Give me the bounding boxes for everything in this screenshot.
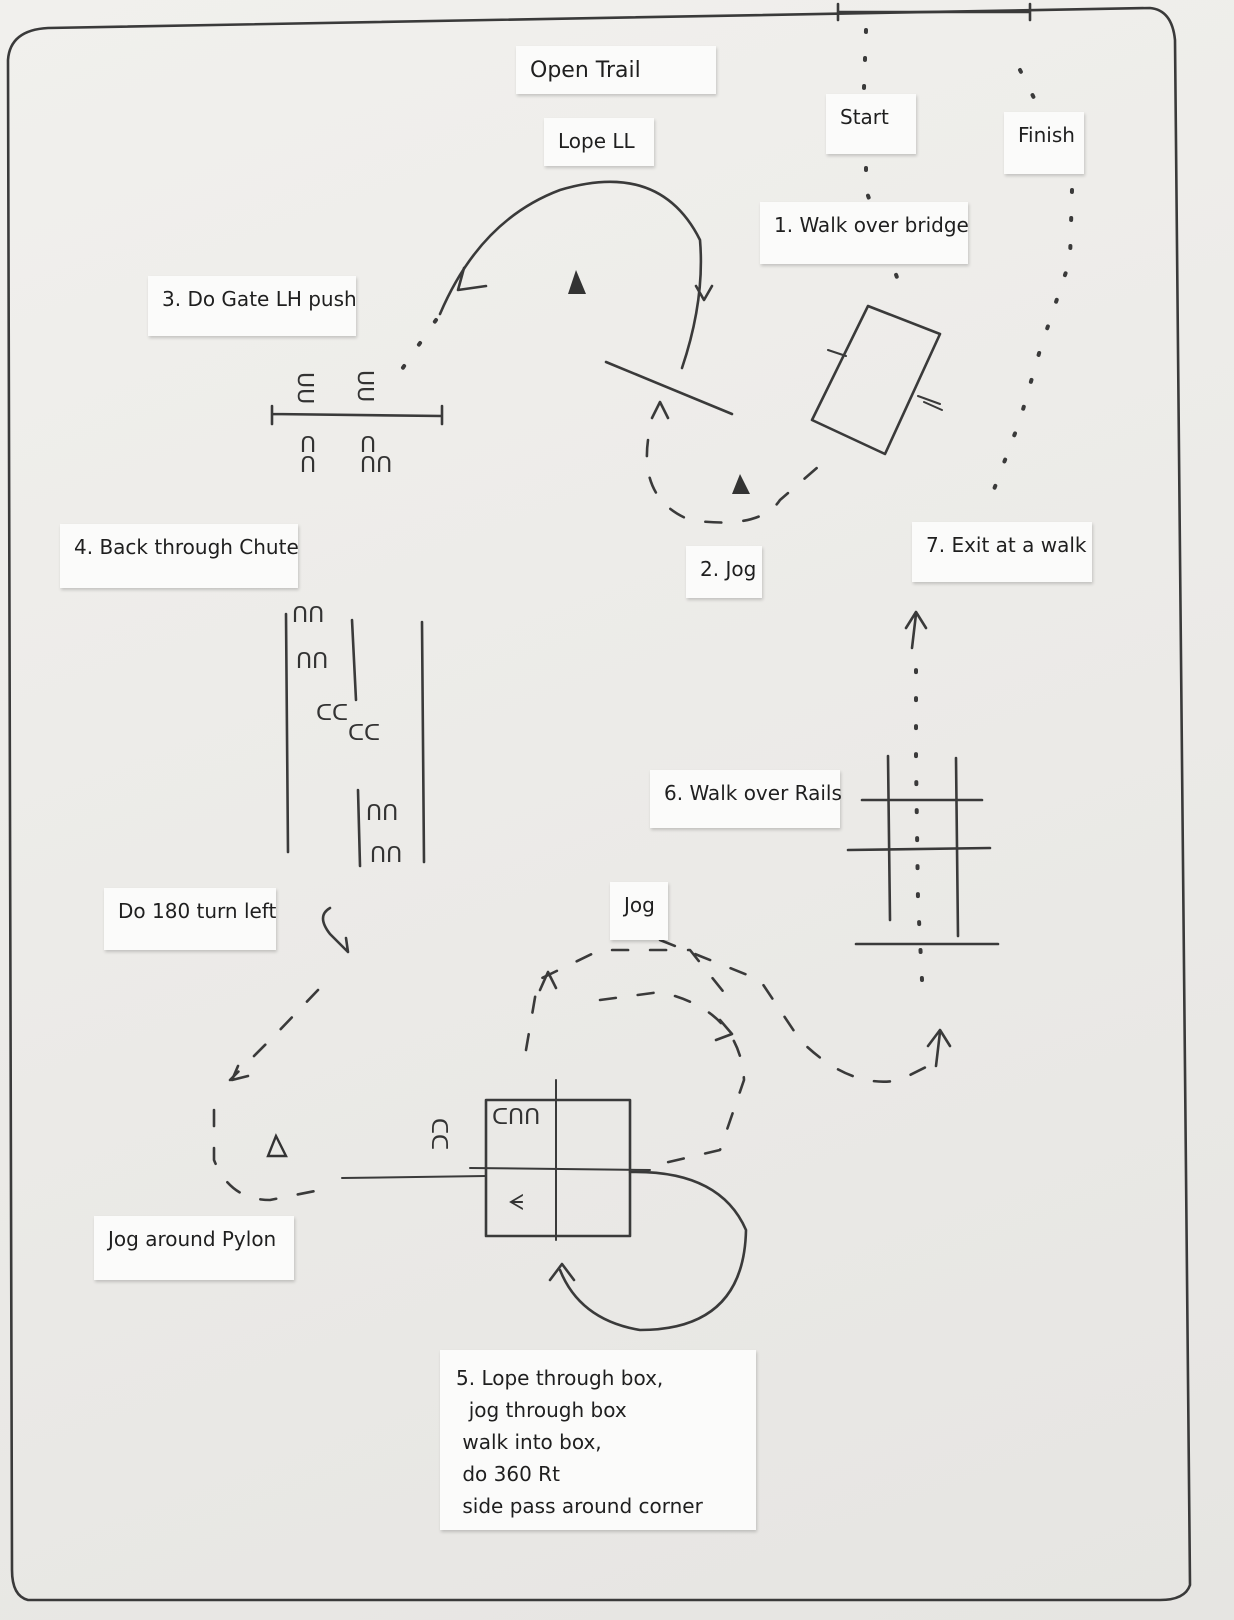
- start-path: [862, 28, 907, 302]
- entrance-gate: [836, 2, 1032, 22]
- svg-text:ᗕ: ᗕ: [508, 1191, 524, 1216]
- lope-dots: [398, 318, 438, 374]
- gate-label: 3. Do Gate LH push: [148, 276, 357, 336]
- box-connector: [658, 938, 942, 1083]
- turn-arrow-head: [230, 1064, 250, 1082]
- turn-180-arrow: [321, 906, 350, 954]
- box-lope-arrow: [548, 1262, 576, 1282]
- walk-bridge-label: 1. Walk over bridge: [760, 202, 969, 264]
- finish-label: Finish: [1004, 112, 1084, 174]
- jog-arrow: [650, 400, 670, 420]
- jog-label: Jog: [610, 882, 668, 940]
- svg-text:ᑎᑎ: ᑎᑎ: [366, 801, 398, 826]
- box-label: 5. Lope through box, jog through box wal…: [440, 1350, 756, 1530]
- rails-path: [914, 658, 924, 982]
- jog-arrow-2: [538, 970, 558, 992]
- turn-180-label: Do 180 turn left: [104, 888, 276, 950]
- lope-loop: [438, 180, 703, 370]
- exit-label: 7. Exit at a walk: [912, 522, 1092, 582]
- svg-text:ᑎ: ᑎ: [300, 433, 316, 458]
- lope-arrow-1: [456, 266, 488, 292]
- gate: ᑌᑌ ᑌᑌ ᑎ ᑎ ᑎ ᑎᑎ: [270, 370, 444, 478]
- bridge: [810, 304, 943, 456]
- arena-border: [6, 6, 1192, 1602]
- approach-pole: [341, 1175, 487, 1179]
- rails-arrow-head: [926, 1028, 952, 1068]
- box-jog-out: [598, 990, 746, 1166]
- turn-path: [228, 988, 320, 1082]
- jog-loop: [645, 438, 828, 524]
- pylon-icon-mid: [732, 474, 750, 494]
- pylon-loop: [212, 1108, 322, 1202]
- chute-label: 4. Back through Chute: [60, 524, 299, 588]
- svg-text:ᑎ: ᑎ: [360, 433, 376, 458]
- svg-text:ᑕᑕ: ᑕᑕ: [348, 721, 380, 746]
- pylon-icon-top: [568, 270, 586, 294]
- ground-pole: [604, 360, 734, 416]
- svg-text:ᑎᑎ: ᑎᑎ: [360, 453, 392, 478]
- svg-text:ᑕᑕ: ᑕᑕ: [426, 1118, 451, 1150]
- svg-text:ᑕᑕ: ᑕᑕ: [316, 701, 348, 726]
- svg-text:ᑎᑎ: ᑎᑎ: [296, 649, 328, 674]
- jog-2-label: 2. Jog: [686, 546, 762, 598]
- box: ᑕᑕ ᑕᑎᑎ ᗕ: [426, 1079, 651, 1241]
- svg-text:ᑎᑎ: ᑎᑎ: [292, 603, 324, 628]
- svg-text:ᑎᑎ: ᑎᑎ: [370, 843, 402, 868]
- svg-text:ᑕᑎᑎ: ᑕᑎᑎ: [492, 1105, 540, 1130]
- chute: ᑎᑎ ᑎᑎ ᑕᑕ ᑕᑕ ᑎᑎ ᑎᑎ: [284, 603, 426, 868]
- open-trail-title: Open Trail: [516, 46, 716, 94]
- box-jog-in: [524, 948, 732, 1052]
- pylon-icon-bottom: [266, 1133, 288, 1158]
- start-label: Start: [826, 94, 916, 154]
- lope-ll-label: Lope LL: [544, 118, 654, 166]
- rails-label: 6. Walk over Rails: [650, 770, 842, 828]
- rails: [846, 754, 1000, 946]
- svg-text:ᑌᑌ: ᑌᑌ: [352, 370, 377, 402]
- pylon-label: Jog around Pylon: [94, 1216, 294, 1280]
- svg-text:ᑌᑌ: ᑌᑌ: [292, 372, 317, 404]
- box-lope-loop: [558, 1170, 748, 1332]
- jog-arrow-3: [714, 1018, 734, 1042]
- lope-arrow-2: [694, 284, 714, 302]
- exit-arrow: [904, 610, 928, 650]
- svg-text:ᑎ: ᑎ: [300, 453, 316, 478]
